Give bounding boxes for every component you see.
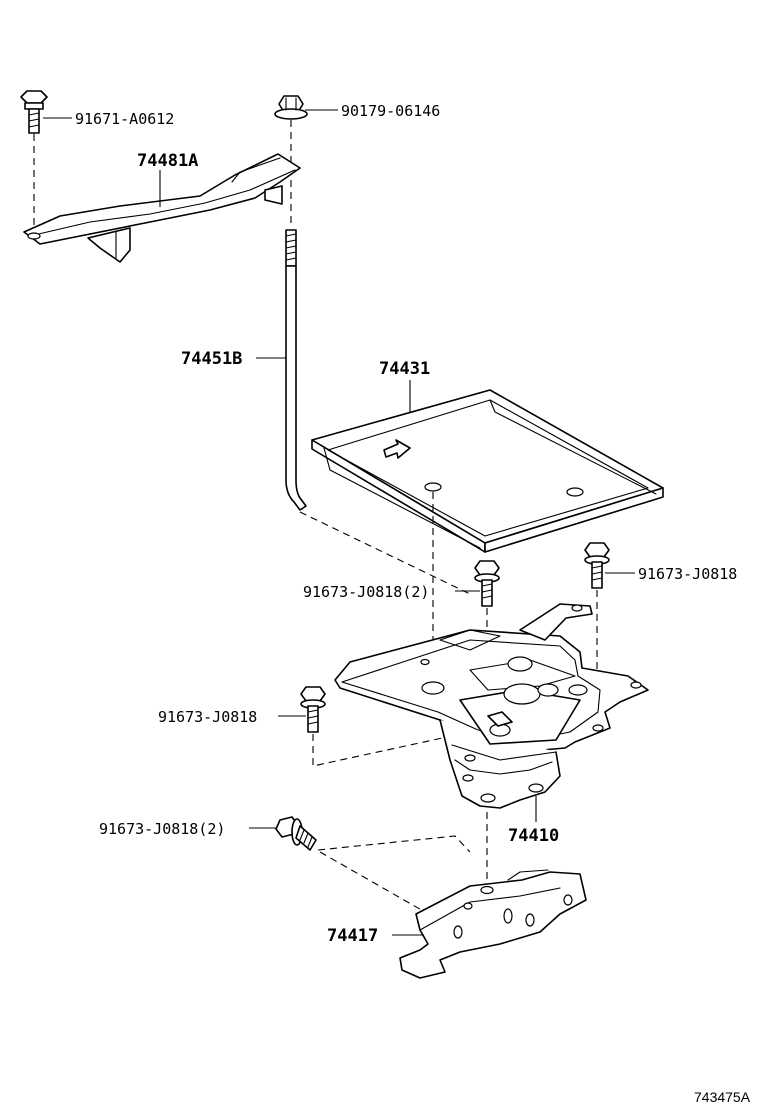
label-74410: 74410 xyxy=(508,826,559,846)
label-91673-j0818-center: 91673-J0818(2) xyxy=(303,583,429,601)
label-91673-j0818-left: 91673-J0818 xyxy=(158,708,257,726)
label-91673-j0818-lower: 91673-J0818(2) xyxy=(99,820,225,838)
bolt-91673-j0818-left xyxy=(300,686,326,733)
bolt-91673-j0818-right xyxy=(584,542,610,589)
hold-down-rod-74451b xyxy=(285,229,307,511)
bolt-91673-j0818-lower xyxy=(275,816,317,851)
hold-down-bracket-74481a xyxy=(23,153,301,263)
bolt-91673-j0818-center xyxy=(474,560,500,607)
stay-74417 xyxy=(399,869,587,979)
label-74481a: 74481A xyxy=(137,151,198,171)
label-91671-a0612: 91671-A0612 xyxy=(75,110,174,128)
label-91673-j0818-right: 91673-J0818 xyxy=(638,565,737,583)
diagram-code: 743475A xyxy=(694,1089,751,1105)
battery-tray-74431 xyxy=(311,389,664,553)
label-74417: 74417 xyxy=(327,926,378,946)
label-74451b: 74451B xyxy=(181,349,242,369)
label-74431: 74431 xyxy=(379,359,430,379)
nut-90179-06146 xyxy=(274,95,308,120)
bolt-91671-a0612 xyxy=(20,90,48,134)
label-90179-06146: 90179-06146 xyxy=(341,102,440,120)
battery-carrier-74410 xyxy=(334,603,649,809)
